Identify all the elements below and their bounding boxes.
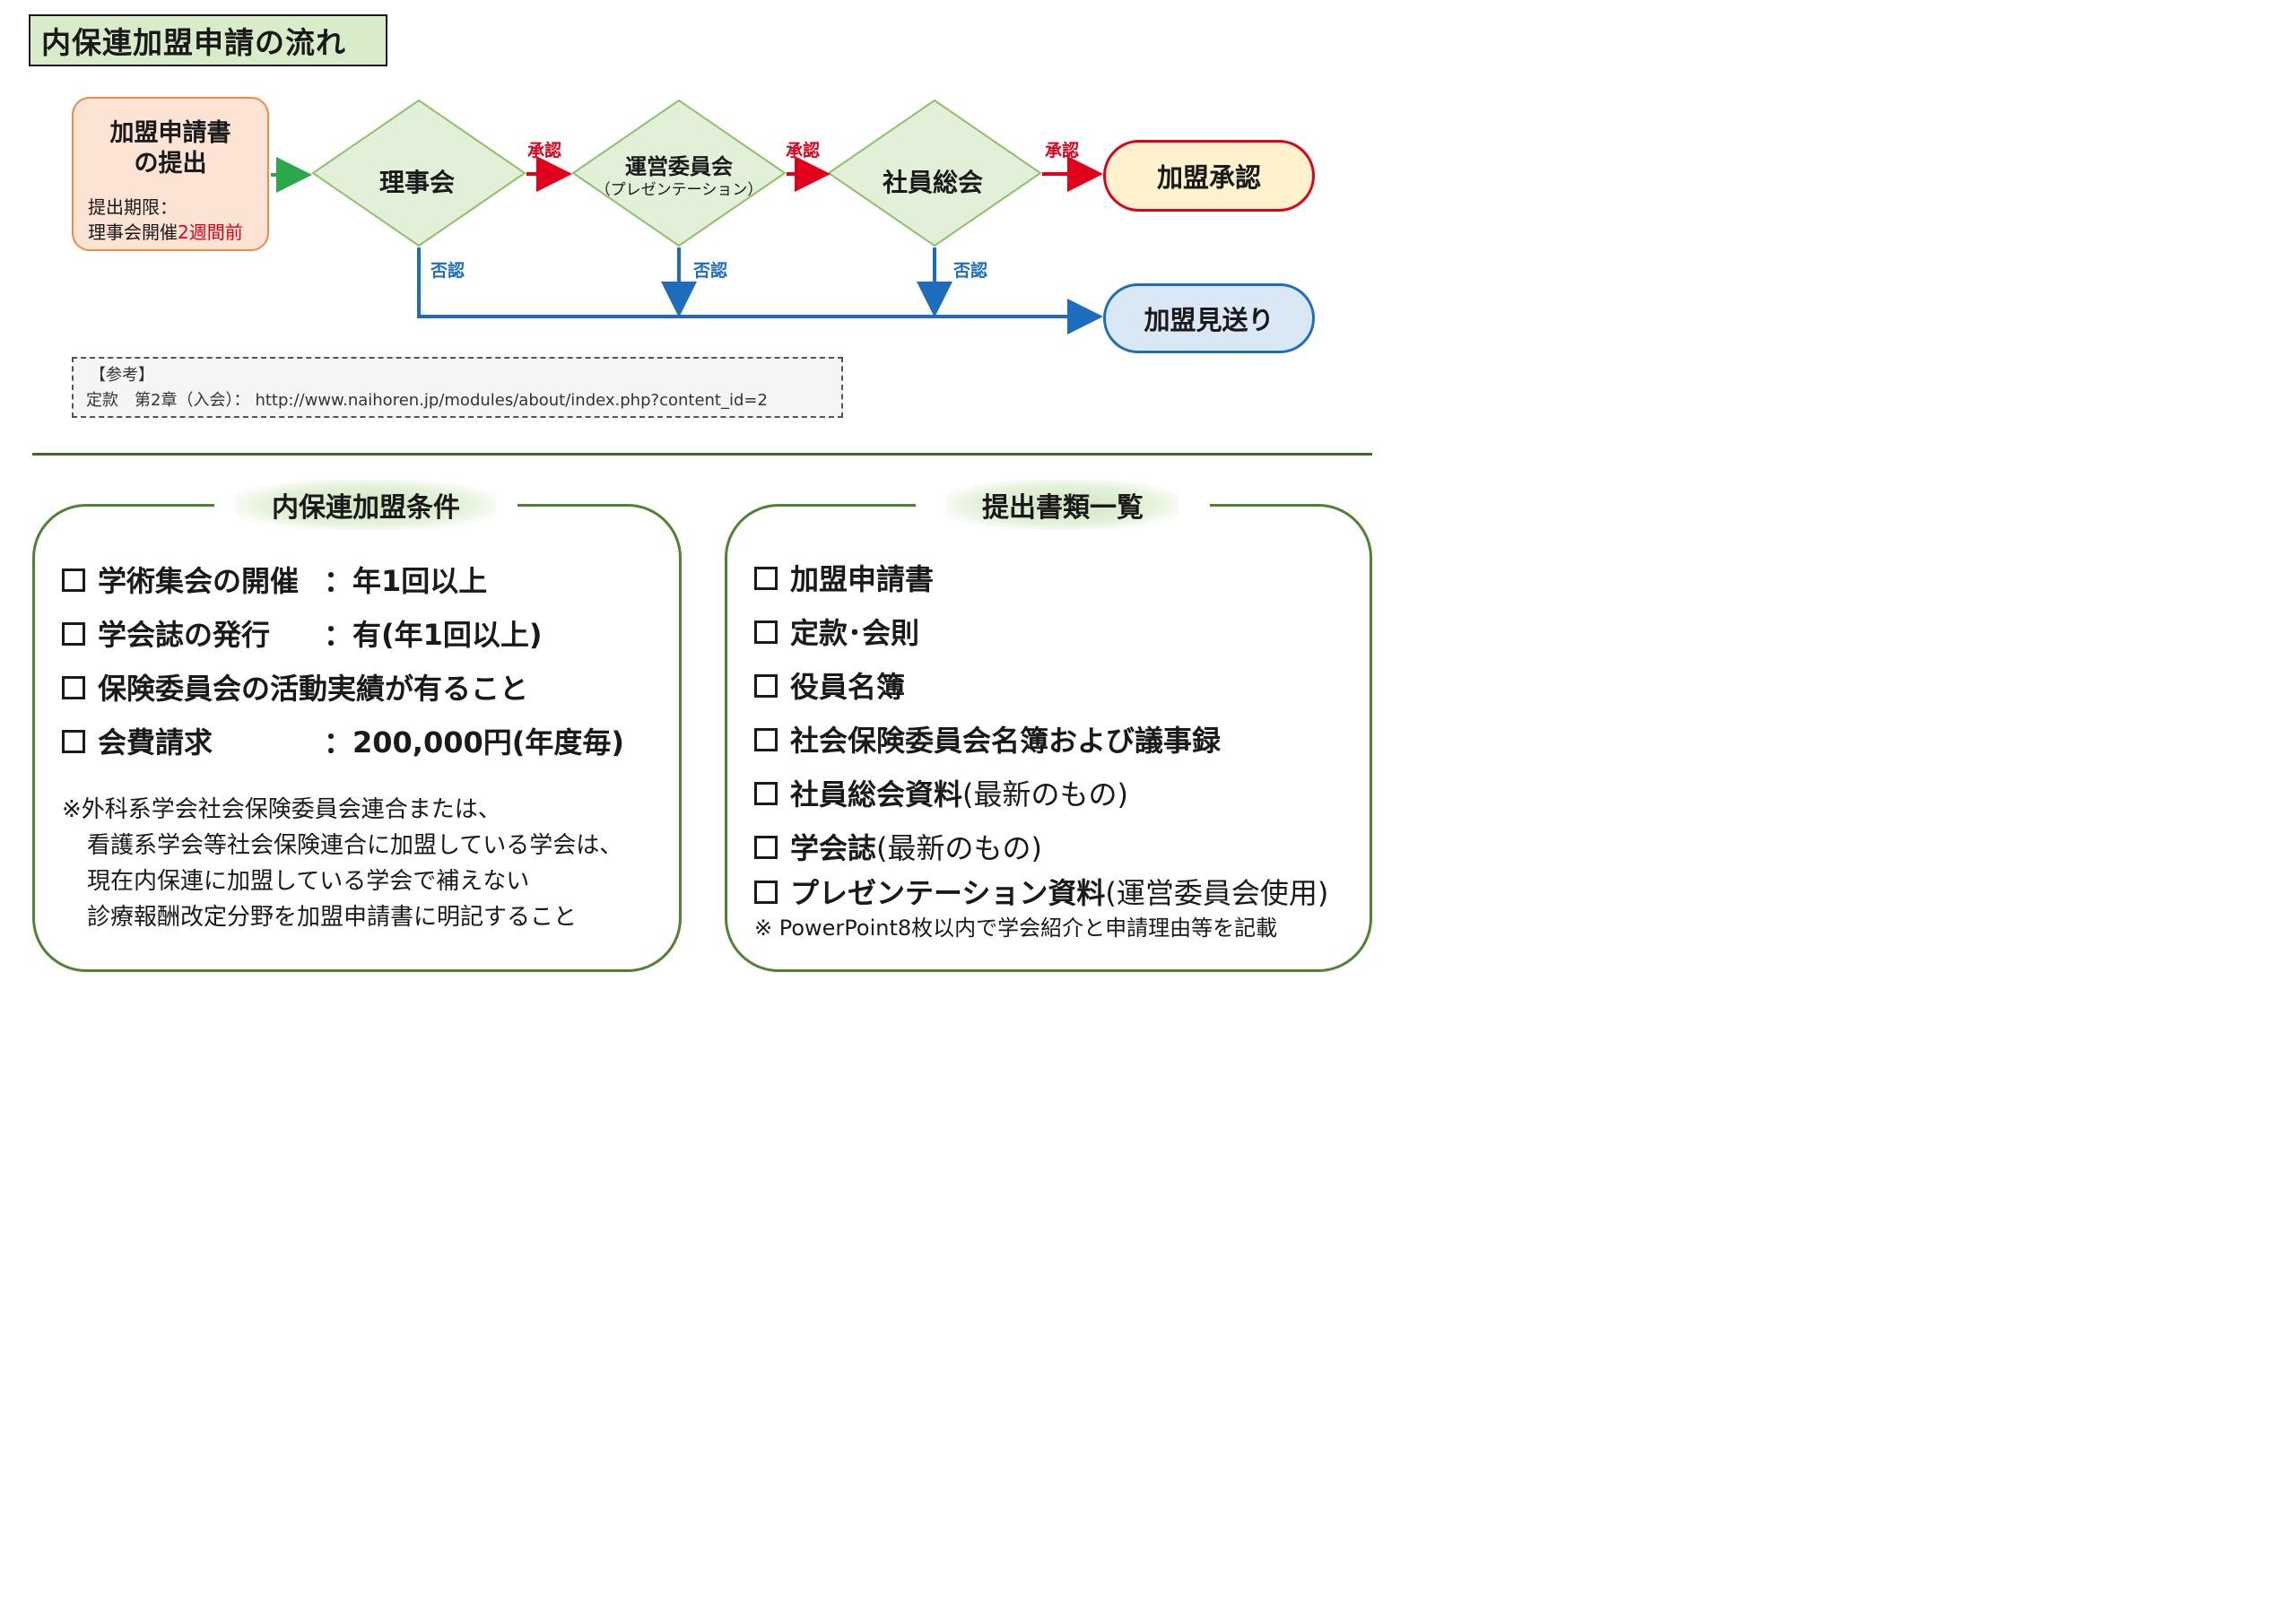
conditions-note: ※外科系学会社会保険委員会連合または、 看護系学会等社会保険連合に加盟している学… [62,792,622,935]
page-title-box: 内保連加盟申請の流れ [29,14,387,66]
section-divider [32,453,1372,456]
condition-item: 学術集会の開催 ：年1回以上 [62,559,487,600]
document-item: 学会誌(最新のもの) [754,826,1042,867]
documents-heading: 提出書類一覧 [946,480,1179,530]
reference-url[interactable]: http://www.naihoren.jp/modules/about/ind… [255,391,768,410]
end-approved-label: 加盟承認 [1156,162,1261,193]
condition-value: ：有(年1回以上) [324,618,543,652]
diamond-unei [571,99,787,247]
condition-item: 学会誌の発行 ：有(年1回以上) [62,612,543,654]
checkbox-icon [754,728,778,751]
condition-label: 会費請求 [98,725,213,759]
deadline-highlight: 2週間前 [178,221,243,243]
approve-label-1: 承認 [527,141,562,161]
condition-label: 学術集会の開催 [98,564,300,598]
end-rejected-label: 加盟見送り [1144,305,1274,335]
checkbox-icon [754,881,778,904]
reject-label-2: 否認 [693,261,728,281]
checkbox-icon [754,567,778,590]
note-line: 現在内保連に加盟している学会で補えない [87,868,530,895]
start-box: 加盟申請書 の提出 提出期限： 理事会開催2週間前 [72,97,269,251]
end-rejected: 加盟見送り [1103,283,1315,353]
conditions-heading-wrap: 内保連加盟条件 [214,480,517,530]
page-title: 内保連加盟申請の流れ [41,25,346,60]
checkbox-icon [754,836,778,859]
condition-label: 保険委員会の活動実績が有ること [98,672,529,706]
step-unei-sublabel: （プレゼンテーション） [595,181,763,199]
deadline-label: 提出期限： [88,196,178,218]
step-shain-label: 社員総会 [882,168,983,197]
documents-note: ※ PowerPoint8枚以内で学会紹介と申請理由等を記載 [754,916,1278,941]
flow-diagram [271,99,1103,334]
condition-value: ：年1回以上 [324,564,488,598]
checkbox-icon [754,782,778,805]
conditions-heading: 内保連加盟条件 [236,480,496,530]
condition-value: ：200,000円(年度毎) [324,725,625,759]
document-label: 加盟申請書 [790,562,935,596]
reject-label-1: 否認 [430,261,465,281]
reference-heading: 【参考】 [90,366,154,385]
document-item: 社会保険委員会名簿および議事録 [754,718,1221,759]
checkbox-icon [62,568,85,592]
step-unei-label: 運営委員会 [625,154,733,179]
document-label: 社員総会資料 [790,777,963,812]
step-rijikai-label: 理事会 [378,168,455,197]
documents-heading-wrap: 提出書類一覧 [916,480,1210,530]
note-line: 診療報酬改定分野を加盟申請書に明記すること [87,904,578,931]
document-label: プレゼンテーション資料 [790,876,1106,910]
reject-label-3: 否認 [953,261,988,281]
conditions-panel: 内保連加盟条件 学術集会の開催 ：年1回以上 学会誌の発行 ：有(年1回以上) … [32,480,682,972]
document-suffix: (最新のもの) [876,831,1042,865]
condition-label: 学会誌の発行 [98,618,271,652]
checkbox-icon [62,730,85,753]
condition-item: 保険委員会の活動実績が有ること [62,666,528,707]
deadline-value: 理事会開催2週間前 [88,218,243,244]
document-label: 役員名簿 [790,670,906,704]
note-line: 看護系学会等社会保険連合に加盟している学会は、 [87,832,623,859]
documents-panel: 提出書類一覧 加盟申請書 定款･会則 役員名簿 社会保険委員会名簿および議事録 … [725,480,1372,972]
document-item: 社員総会資料(最新のもの) [754,772,1128,813]
reject-path-main [417,247,1103,334]
reference-label: 定款 第2章（入会）： [86,391,250,410]
start-title: 加盟申請書 の提出 [109,119,231,178]
document-item: プレゼンテーション資料(運営委員会使用) [754,871,1328,912]
document-item: 定款･会則 [754,611,919,652]
document-label: 学会誌 [790,831,877,865]
reference-line: 定款 第2章（入会）： http://www.naihoren.jp/module… [86,387,768,411]
deadline-prefix: 理事会開催 [88,221,178,243]
diamond-rijikai [311,99,526,247]
note-line: ※外科系学会社会保険委員会連合または、 [62,796,501,823]
document-suffix: (運営委員会使用) [1105,876,1329,910]
condition-item: 会費請求 ：200,000円(年度毎) [62,720,624,761]
document-suffix: (最新のもの) [962,777,1128,812]
document-label: 社会保険委員会名簿および議事録 [790,724,1222,758]
approve-label-3: 承認 [1045,141,1080,161]
document-item: 役員名簿 [754,664,905,706]
checkbox-icon [754,621,778,644]
end-approved: 加盟承認 [1103,140,1315,212]
checkbox-icon [62,622,85,646]
document-label: 定款･会則 [790,616,920,650]
diamond-shain [827,99,1042,247]
reference-box: 【参考】 定款 第2章（入会）： http://www.naihoren.jp/m… [72,357,843,418]
document-item: 加盟申請書 [754,557,934,598]
checkbox-icon [62,676,85,699]
checkbox-icon [754,674,778,698]
approve-label-2: 承認 [786,141,821,161]
